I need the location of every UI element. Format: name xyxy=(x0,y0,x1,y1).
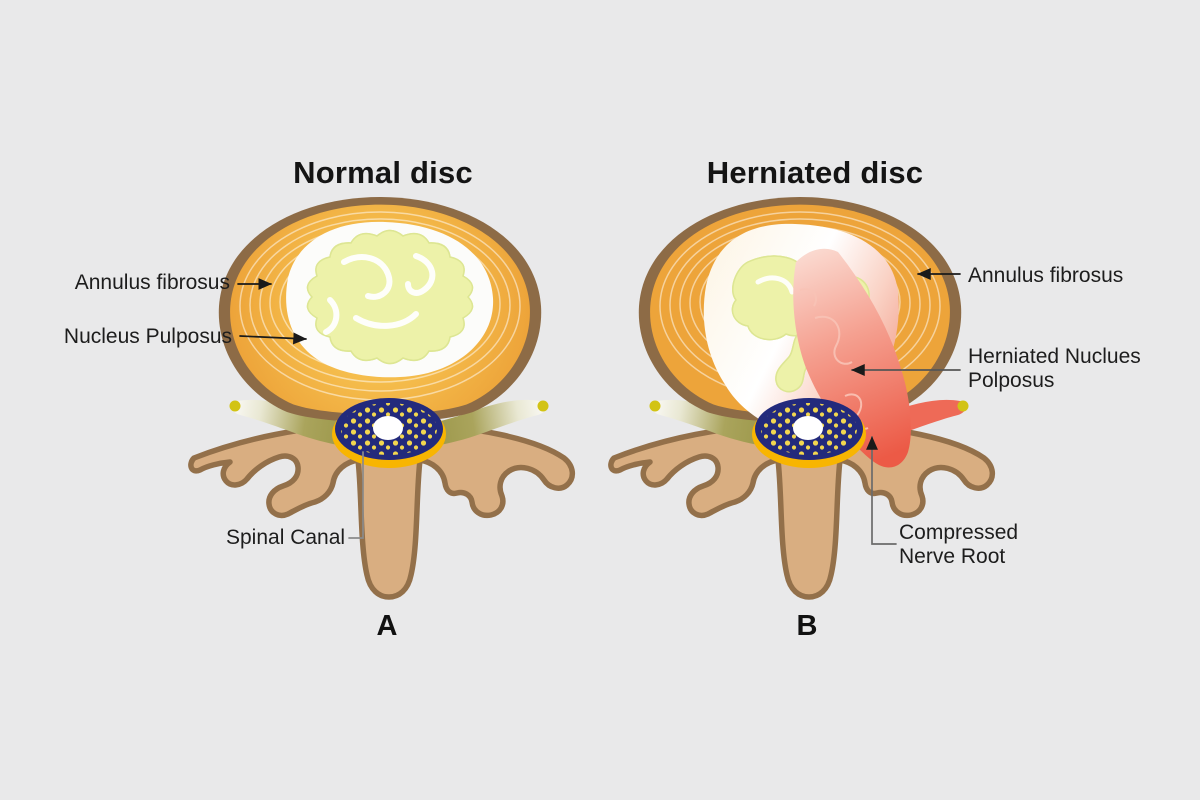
label-compressed-nerve-root: Compressed Nerve Root xyxy=(899,521,1018,569)
leader-lines xyxy=(237,268,961,545)
label-spinal-canal: Spinal Canal xyxy=(226,526,346,549)
spinal-canal xyxy=(332,398,446,468)
herniated-disc-title: Herniated disc xyxy=(706,155,924,190)
label-annulus-fibrosus-right: Annulus fibrosus xyxy=(968,264,1124,287)
compressed-nerve-leader-line xyxy=(866,436,897,545)
normal-disc-figure xyxy=(191,197,572,597)
label-annulus-fibrosus-left: Annulus fibrosus xyxy=(74,271,230,294)
nerve-end-ball xyxy=(649,400,661,412)
herniated-disc-figure xyxy=(611,197,992,597)
label-nucleus-pulposus: Nucleus Pulposus xyxy=(63,325,232,348)
label-compressed-line1: Compressed xyxy=(899,521,1019,544)
label-compressed-line2: Nerve Root xyxy=(899,545,1006,568)
nucleus-arrow xyxy=(239,332,307,345)
nucleus-pulposus xyxy=(306,229,474,365)
nerve-end-ball xyxy=(537,400,549,412)
spinal-canal xyxy=(752,398,866,468)
label-herniated-nucleus: Herniated Nuclues Polposus xyxy=(968,345,1141,393)
nerve-end-ball xyxy=(957,400,969,412)
figure-letter-b: B xyxy=(796,610,818,642)
spinal-canal-leader-line xyxy=(348,451,364,539)
figure-letter-a: A xyxy=(376,610,398,642)
normal-disc-title: Normal disc xyxy=(293,155,473,190)
label-herniated-nucleus-line1: Herniated Nuclues xyxy=(968,345,1141,368)
nerve-end-ball xyxy=(229,400,241,412)
label-herniated-nucleus-line2: Polposus xyxy=(968,369,1055,392)
